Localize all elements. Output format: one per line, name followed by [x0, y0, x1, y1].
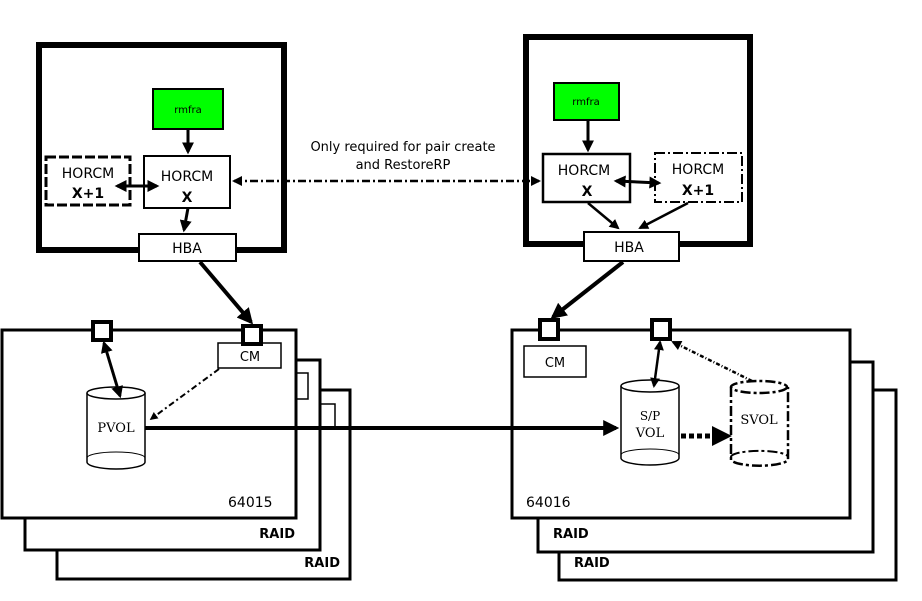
svol-label: SVOL — [740, 413, 778, 428]
pvol-cylinder: PVOL — [86, 386, 146, 470]
right-raid-serial: 64016 — [526, 495, 571, 511]
right-host-frame — [523, 34, 753, 247]
left-cm-label: CM — [240, 350, 260, 365]
left-raid-serial: 64015 — [228, 495, 273, 511]
right-horcm-x-to-hba-arrow — [587, 202, 620, 230]
svol-cylinder: SVOL — [729, 379, 790, 467]
left-rmfra-label: rmfra — [174, 105, 201, 116]
right-horcm-x1-box[interactable] — [654, 152, 743, 203]
spvol-label-line2: VOL — [635, 426, 665, 441]
left-host-frame — [36, 42, 287, 253]
left-raid-middle-label: RAID — [259, 527, 295, 542]
right-raid-middle-label: RAID — [553, 527, 589, 542]
right-cm-box — [523, 345, 587, 378]
left-horcm-x-title: HORCM — [161, 169, 213, 185]
left-hba-label: HBA — [172, 241, 202, 257]
left-hba-to-port-arrow — [198, 260, 254, 325]
left-horcm-x1-title: HORCM — [62, 166, 114, 182]
right-rmfra-label: rmfra — [572, 97, 599, 108]
left-raid-back-label: RAID — [304, 556, 340, 571]
right-hba-box[interactable] — [583, 231, 680, 262]
left-port-1 — [91, 320, 113, 342]
left-host: rmfra HORCM X HORCM X+1 HBA — [36, 42, 287, 262]
right-horcm-x1-title: HORCM — [672, 162, 724, 178]
cm-to-pvol-arrow — [149, 368, 220, 420]
pvol-label: PVOL — [97, 421, 135, 436]
spvol-cylinder: S/P VOL — [620, 379, 680, 466]
annotation-line1: Only required for pair create — [310, 140, 495, 155]
right-hba-to-port-arrow — [550, 260, 625, 319]
right-horcm-x-sub: X — [582, 184, 593, 200]
right-port-2 — [650, 318, 672, 341]
spvol-port-arrow — [650, 340, 664, 388]
svol-port-arrow — [671, 340, 753, 383]
left-cm-box — [217, 342, 282, 369]
left-raid-stack: RAID RAID 64015 CM PVOL — [0, 320, 352, 581]
right-raid-back-label: RAID — [574, 556, 610, 571]
right-horcm-x-title: HORCM — [558, 163, 610, 179]
left-horcm-x1-sub: X+1 — [72, 186, 104, 202]
left-horcm-to-hba-arrow — [179, 207, 192, 233]
right-horcm-x1-sub: X+1 — [682, 183, 714, 199]
right-horcm-x1-to-hba-arrow — [638, 201, 689, 230]
pvol-port-arrow — [101, 340, 123, 399]
right-rmfra-box[interactable] — [553, 82, 620, 121]
left-rmfra-box[interactable] — [152, 88, 224, 130]
left-port-cm — [241, 324, 263, 346]
right-port-cm — [538, 318, 560, 341]
right-hba-label: HBA — [614, 240, 644, 256]
annotation-line2: and RestoreRP — [356, 158, 451, 173]
annotation-bg — [288, 133, 522, 179]
right-horcm-pair-arrow — [613, 175, 662, 189]
right-cm-label: CM — [545, 356, 565, 371]
right-raid-stack: RAID RAID 64016 CM S/P VOL SVOL — [510, 318, 898, 582]
right-host: rmfra HORCM X HORCM X+1 HBA — [523, 34, 753, 262]
spvol-label-line1: S/P — [640, 409, 660, 423]
left-hba-box[interactable] — [138, 233, 237, 262]
left-horcm-x-sub: X — [182, 190, 193, 206]
